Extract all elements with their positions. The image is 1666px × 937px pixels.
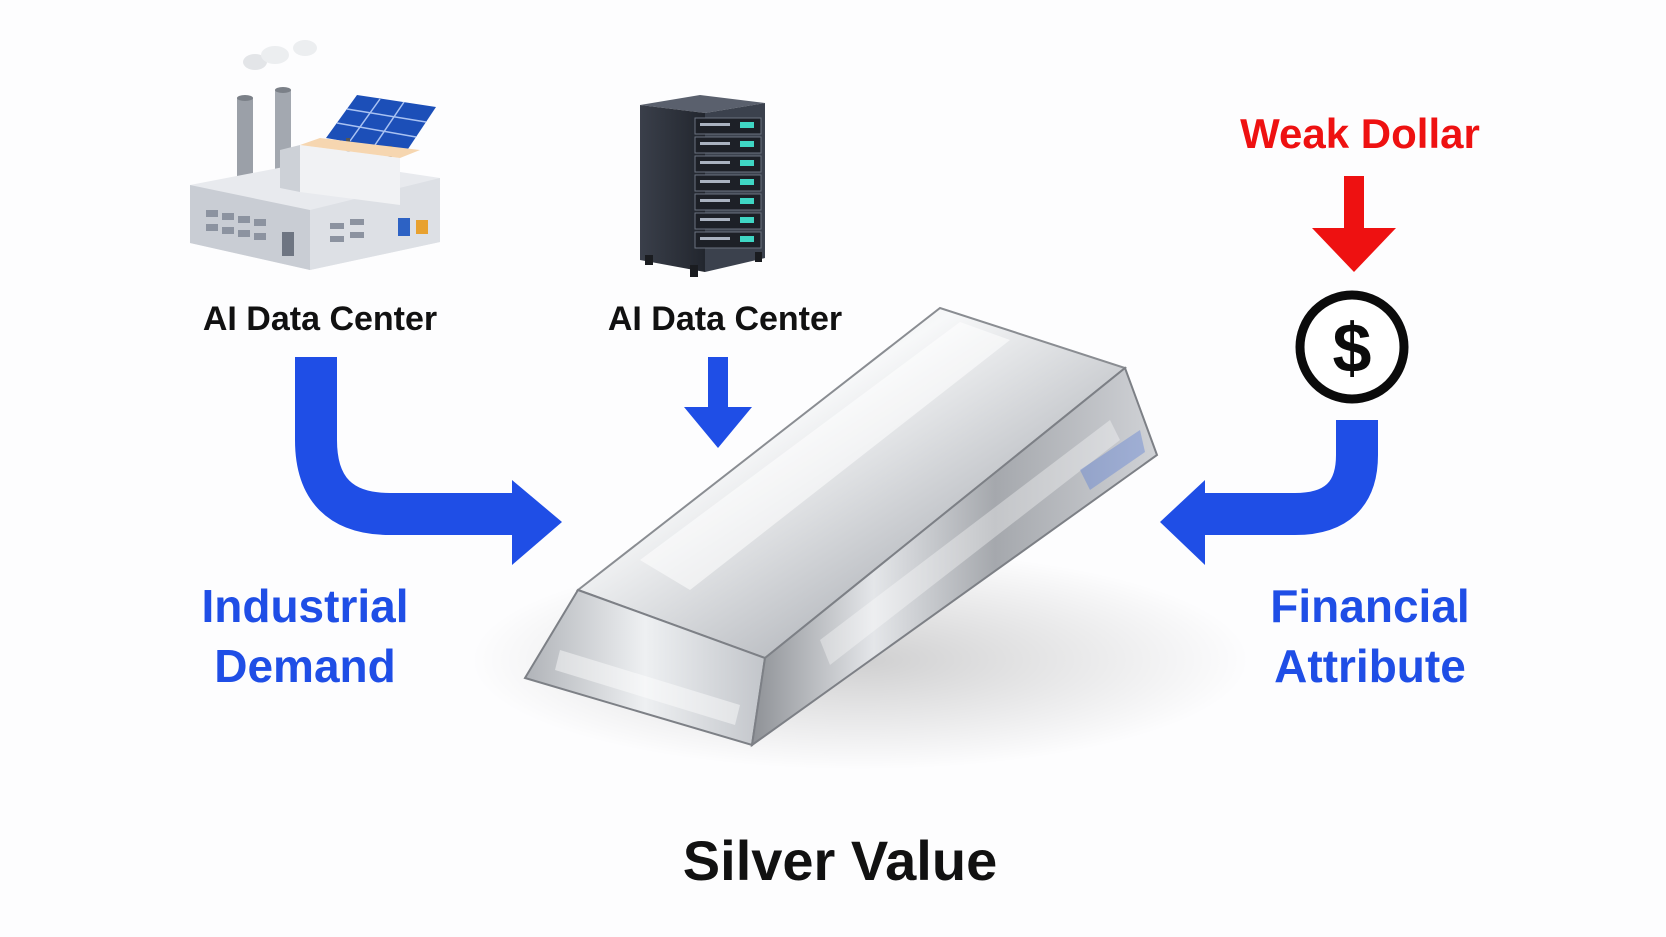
dollar-symbol: $ — [1333, 309, 1372, 387]
industrial-demand-line1: Industrial — [201, 580, 409, 632]
dollar-circle-icon: $ — [1295, 290, 1409, 404]
factory-label: AI Data Center — [202, 300, 438, 338]
industrial-demand-arrow — [295, 357, 562, 565]
financial-attribute-line2: Attribute — [1274, 640, 1466, 692]
silver-value-title: Silver Value — [682, 829, 998, 892]
financial-attribute-arrow — [1160, 420, 1378, 565]
factory-icon — [190, 40, 440, 270]
financial-attribute-label: Financial Attribute — [1235, 576, 1505, 696]
weak-dollar-label: Weak Dollar — [1240, 110, 1480, 157]
industrial-demand-label: Industrial Demand — [170, 576, 440, 696]
financial-attribute-line1: Financial — [1270, 580, 1470, 632]
server-rack-icon — [640, 95, 765, 277]
server-label: AI Data Center — [607, 300, 843, 338]
server-to-silver-arrow — [684, 357, 752, 448]
industrial-demand-line2: Demand — [214, 640, 396, 692]
weak-dollar-arrow — [1312, 176, 1396, 272]
silver-bar-icon — [470, 306, 1250, 770]
